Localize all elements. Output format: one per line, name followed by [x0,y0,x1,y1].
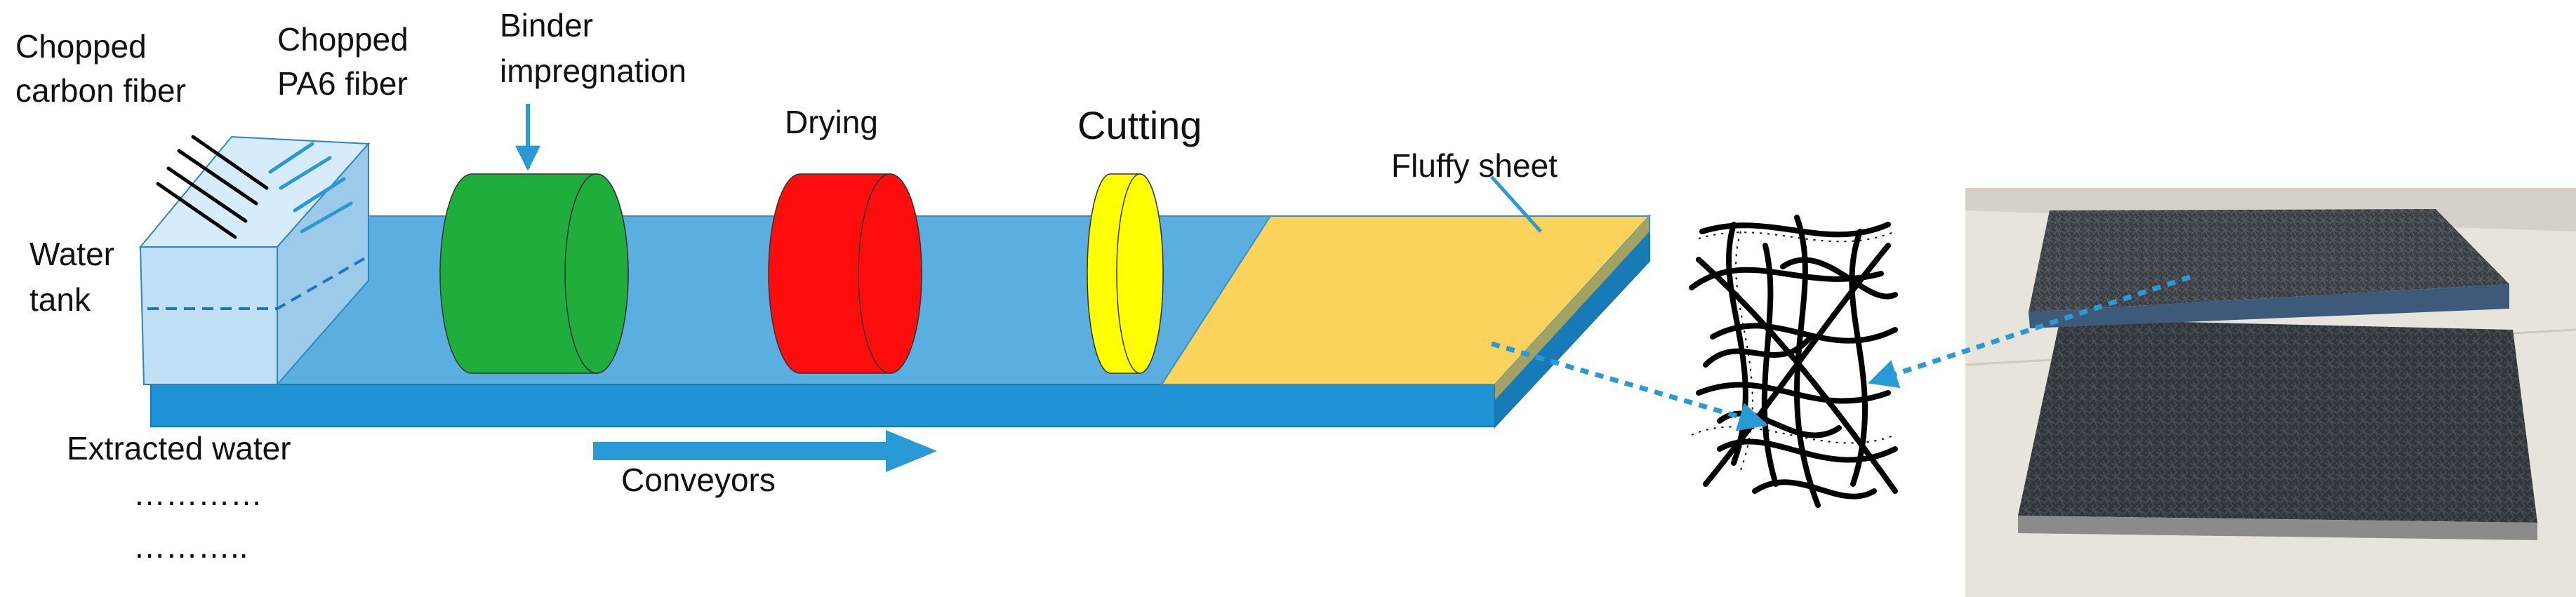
carbon-fiber-mat-photo [1965,188,2576,597]
fluffy-sheet-pointer [1490,175,1542,233]
label-binder-2: impregnation [500,53,686,89]
label-extracted-water: Extracted water [67,430,291,467]
fiber-network-icon [1689,215,1898,508]
label-chopped-pa6-fiber-2: PA6 fiber [277,65,408,102]
water-level-line [147,257,366,310]
label-drying: Drying [785,104,878,140]
link-arrow-sheet [1491,341,1769,431]
dryer-roller [768,173,922,374]
conveyor-direction-arrow [593,430,937,472]
label-conveyors: Conveyors [621,462,776,498]
label-chopped-carbon-fiber-2: carbon fiber [15,72,186,109]
photo-mat-bottom [2018,319,2537,523]
water-tank-side [277,142,369,387]
photo-mat-top [2029,209,2509,312]
label-water-tank-2: tank [29,281,91,318]
label-chopped-carbon-fiber-1: Chopped [15,28,147,65]
label-dots-2: ……….. [133,528,248,565]
cutter-roller [1087,173,1164,374]
label-chopped-pa6-fiber-1: Chopped [277,21,409,58]
fiber-network-speckle [1691,231,1896,471]
fluffy-sheet-side [1495,216,1649,400]
link-arrow-photo [1868,274,2191,389]
label-cutting: Cutting [1077,103,1202,147]
label-dots-1: ………… [133,476,263,512]
conveyor-front [150,384,1496,427]
label-fluffy-sheet: Fluffy sheet [1391,147,1558,184]
pa6-fibers [268,142,353,234]
carbon-fibers [156,135,269,239]
water-tank [138,135,371,387]
fluffy-sheet [1160,215,1652,400]
label-water-tank-1: Water [29,236,114,272]
label-binder-1: Binder [500,7,593,43]
binder-roller [439,173,629,374]
water-tank-front [139,246,278,385]
